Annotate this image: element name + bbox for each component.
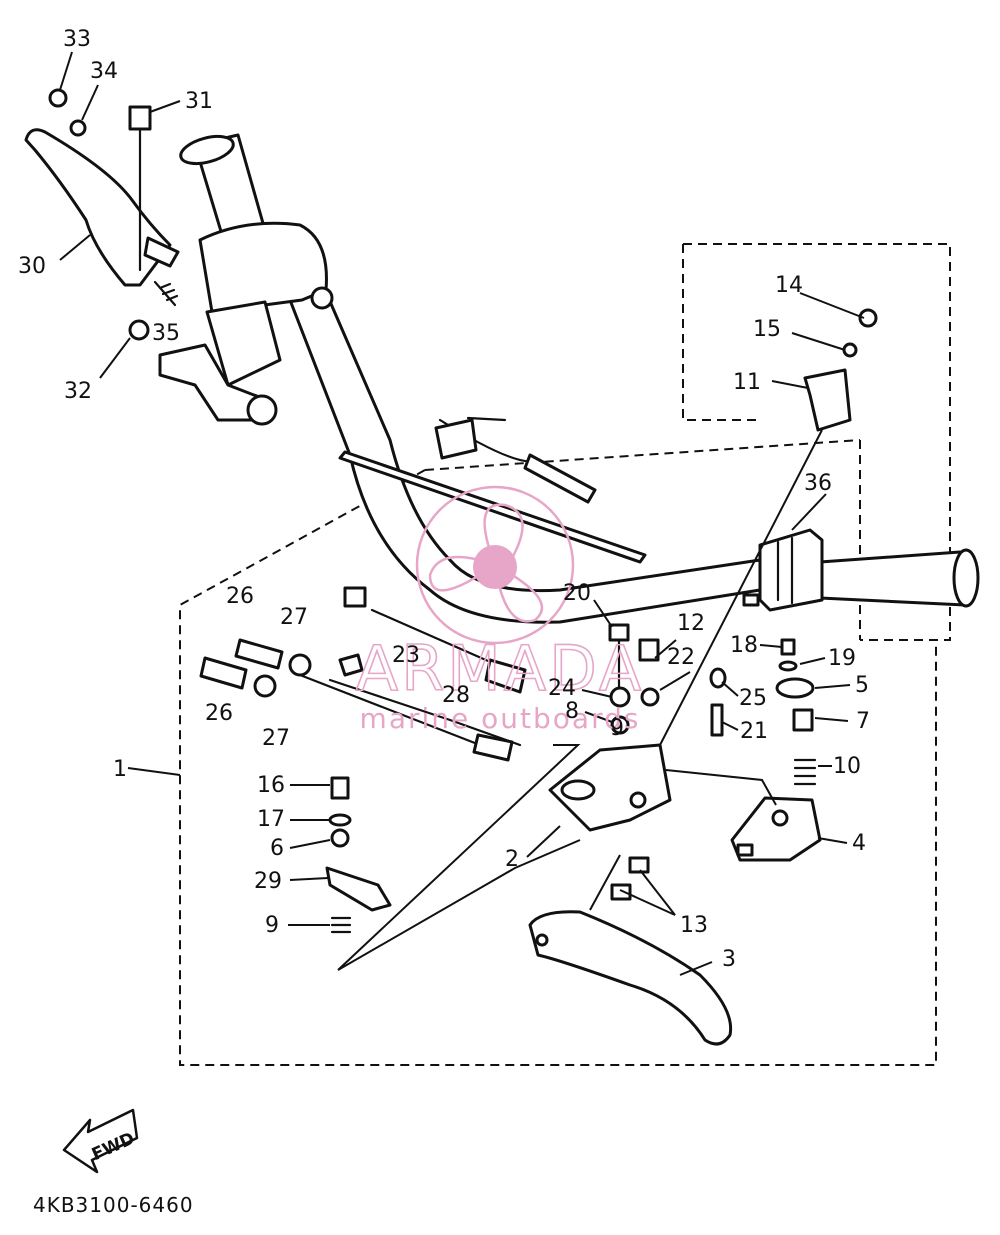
callout-10: 10 — [833, 754, 861, 779]
right-switch-36 — [742, 528, 824, 612]
plate-5 — [775, 677, 815, 699]
callout-27-bottom: 27 — [262, 726, 290, 751]
callout-17: 17 — [257, 807, 285, 832]
callout-3: 3 — [722, 947, 736, 972]
callout-35: 35 — [152, 321, 180, 346]
callout-24: 24 — [548, 676, 576, 701]
callout-13: 13 — [680, 913, 708, 938]
left-lever-30 — [24, 128, 180, 287]
callout-12: 12 — [677, 611, 705, 636]
left-small-parts — [199, 638, 392, 934]
callout-19: 19 — [828, 646, 856, 671]
right-grip — [818, 548, 980, 608]
handlebar — [179, 133, 762, 624]
left-switch-housing — [158, 221, 334, 426]
callout-6: 6 — [270, 836, 284, 861]
armada-watermark: ARMADA marine outboards — [355, 485, 644, 735]
callout-25: 25 — [739, 686, 767, 711]
callout-32: 32 — [64, 379, 92, 404]
callout-7: 7 — [856, 709, 870, 734]
callout-22: 22 — [667, 645, 695, 670]
watermark-tagline: marine outboards — [360, 702, 641, 735]
callout-20: 20 — [563, 581, 591, 606]
cover-11 — [803, 368, 852, 432]
screw-14 — [858, 308, 878, 328]
callout-26-top: 26 — [226, 584, 254, 609]
drawing-code: 4KB3100-6460 — [33, 1193, 194, 1217]
callout-23: 23 — [392, 643, 420, 668]
callout-34: 34 — [90, 59, 118, 84]
callout-labels: 1 2 3 4 5 6 7 8 9 9 10 11 12 13 14 15 16… — [18, 27, 870, 972]
callout-14: 14 — [775, 273, 803, 298]
callout-28: 28 — [442, 683, 470, 708]
callout-2: 2 — [505, 847, 519, 872]
watermark-brand: ARMADA — [356, 632, 644, 705]
callout-29: 29 — [254, 869, 282, 894]
bolt-33 — [48, 88, 68, 108]
callout-8: 8 — [565, 699, 579, 724]
leader-lines — [59, 51, 865, 976]
small-parts-right — [709, 638, 817, 786]
callout-9-center: 9 — [610, 716, 624, 741]
callout-33: 33 — [63, 27, 91, 52]
callout-11: 11 — [733, 370, 761, 395]
callout-9-left: 9 — [265, 913, 279, 938]
spring-35 — [153, 280, 179, 307]
callout-15: 15 — [753, 317, 781, 342]
washer-15 — [842, 342, 858, 358]
callout-26-bottom: 26 — [205, 701, 233, 726]
callout-5: 5 — [855, 673, 869, 698]
callout-21: 21 — [740, 719, 768, 744]
callout-18: 18 — [730, 633, 758, 658]
nut-32 — [128, 319, 150, 341]
callout-4: 4 — [852, 831, 866, 856]
lever-3 — [528, 910, 733, 1046]
callout-36: 36 — [804, 471, 832, 496]
lever-bracket-2 — [548, 743, 672, 832]
switch-bracket-4 — [730, 796, 822, 862]
washer-34 — [69, 119, 87, 137]
center-small-parts — [608, 623, 660, 901]
assembly-boundary-lines — [179, 243, 951, 1066]
callout-30: 30 — [18, 254, 46, 279]
callout-16: 16 — [257, 773, 285, 798]
callout-1: 1 — [113, 757, 127, 782]
callout-27-top: 27 — [280, 605, 308, 630]
bolt-31 — [128, 105, 152, 272]
forward-arrow: FWD — [62, 1108, 139, 1174]
callout-31: 31 — [185, 89, 213, 114]
